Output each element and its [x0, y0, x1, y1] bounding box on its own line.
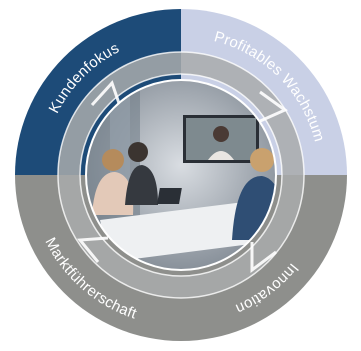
cycle-arrows	[57, 51, 305, 299]
arrow-head-icon	[250, 242, 277, 273]
arrow-head-icon	[77, 236, 109, 263]
center-photo	[86, 80, 276, 270]
arrow-head-icon	[257, 90, 288, 124]
